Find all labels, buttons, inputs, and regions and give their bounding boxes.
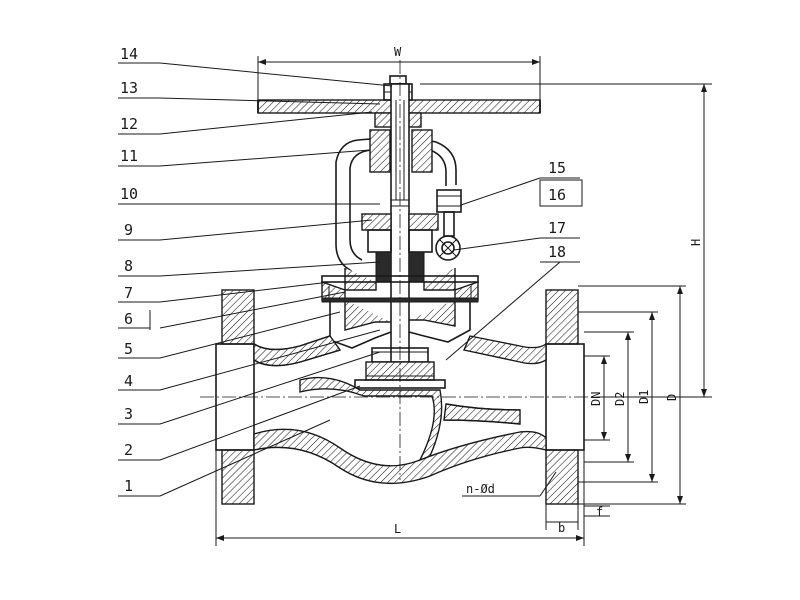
part-label-7: 7 <box>124 284 133 302</box>
part-label-5: 5 <box>124 340 133 358</box>
part-label-16: 16 <box>548 186 566 204</box>
dim-label-d2: D2 <box>613 392 627 406</box>
part-label-2: 2 <box>124 441 133 459</box>
dim-label-h: H <box>689 239 703 246</box>
part-label-11: 11 <box>120 147 138 165</box>
dim-label-f: f <box>596 505 603 519</box>
dim-label-w: W <box>394 45 402 59</box>
part-label-12: 12 <box>120 115 138 133</box>
dim-label-b: b <box>558 521 565 535</box>
bonnet <box>321 275 479 349</box>
part-label-3: 3 <box>124 405 133 423</box>
part-label-15: 15 <box>548 159 566 177</box>
leader-lines <box>118 62 583 497</box>
part-label-1: 1 <box>124 477 133 495</box>
part-label-13: 13 <box>120 79 138 97</box>
dim-label-holes: n-Ød <box>466 482 495 496</box>
part-label-9: 9 <box>124 221 133 239</box>
eye-bolt <box>435 189 462 261</box>
part-label-10: 10 <box>120 185 138 203</box>
part-label-18: 18 <box>548 243 566 261</box>
dim-label-d: D <box>665 394 679 401</box>
valve-body <box>200 60 600 505</box>
part-label-6: 6 <box>124 310 133 328</box>
part-labels: 14 13 12 11 10 9 8 7 6 5 4 3 2 1 15 16 1… <box>120 45 566 495</box>
gland-assembly <box>344 213 456 291</box>
part-label-17: 17 <box>548 219 566 237</box>
dim-label-dn: DN <box>589 392 603 406</box>
part-label-14: 14 <box>120 45 138 63</box>
part-label-8: 8 <box>124 257 133 275</box>
dim-label-d1: D1 <box>637 390 651 404</box>
dim-label-l: L <box>394 522 401 536</box>
dimension-lines <box>215 56 712 546</box>
part-label-4: 4 <box>124 372 133 390</box>
dimension-labels: W H L DN D2 D1 D n-Ød b f <box>394 45 703 536</box>
